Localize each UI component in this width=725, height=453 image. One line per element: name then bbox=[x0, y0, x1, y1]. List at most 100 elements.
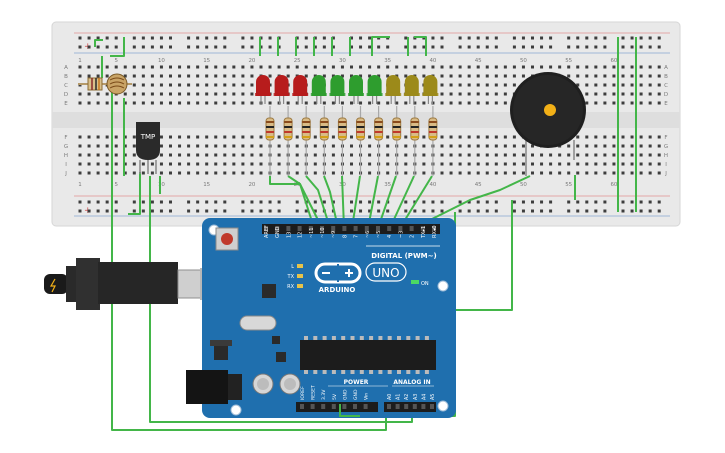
breadboard-hole[interactable] bbox=[503, 144, 507, 148]
breadboard-hole[interactable] bbox=[540, 200, 544, 204]
breadboard-hole[interactable] bbox=[467, 83, 471, 87]
breadboard-hole[interactable] bbox=[395, 101, 399, 105]
breadboard-hole[interactable] bbox=[304, 101, 308, 105]
breadboard-hole[interactable] bbox=[512, 162, 516, 166]
breadboard-hole[interactable] bbox=[150, 171, 154, 175]
breadboard-hole[interactable] bbox=[404, 45, 408, 49]
breadboard-hole[interactable] bbox=[648, 65, 652, 69]
breadboard-hole[interactable] bbox=[331, 101, 335, 105]
breadboard-hole[interactable] bbox=[114, 162, 118, 166]
breadboard-hole[interactable] bbox=[503, 83, 507, 87]
breadboard-hole[interactable] bbox=[78, 135, 82, 139]
breadboard-hole[interactable] bbox=[150, 101, 154, 105]
digital-pin[interactable] bbox=[420, 226, 425, 231]
breadboard-hole[interactable] bbox=[540, 209, 544, 213]
breadboard-hole[interactable] bbox=[630, 153, 634, 157]
breadboard-hole[interactable] bbox=[576, 209, 580, 213]
breadboard-hole[interactable] bbox=[196, 74, 200, 78]
breadboard-hole[interactable] bbox=[621, 135, 625, 139]
breadboard-hole[interactable] bbox=[241, 74, 245, 78]
breadboard-hole[interactable] bbox=[476, 36, 480, 40]
breadboard-hole[interactable] bbox=[350, 101, 353, 105]
breadboard-hole[interactable] bbox=[304, 209, 308, 213]
breadboard-hole[interactable] bbox=[567, 162, 571, 166]
breadboard-hole[interactable] bbox=[277, 45, 281, 49]
breadboard-hole[interactable] bbox=[612, 135, 616, 139]
breadboard-hole[interactable] bbox=[503, 171, 507, 175]
digital-pin[interactable] bbox=[364, 226, 369, 231]
breadboard-hole[interactable] bbox=[422, 153, 426, 157]
breadboard-hole[interactable] bbox=[178, 74, 182, 78]
breadboard-hole[interactable] bbox=[196, 36, 200, 40]
breadboard-hole[interactable] bbox=[440, 171, 444, 175]
breadboard-hole[interactable] bbox=[187, 144, 191, 148]
breadboard-hole[interactable] bbox=[386, 65, 390, 69]
power-pin[interactable] bbox=[310, 404, 315, 409]
breadboard-hole[interactable] bbox=[359, 209, 363, 213]
breadboard-hole[interactable] bbox=[187, 101, 191, 105]
breadboard-hole[interactable] bbox=[576, 171, 580, 175]
breadboard-hole[interactable] bbox=[467, 101, 471, 105]
breadboard-hole[interactable] bbox=[648, 209, 652, 213]
breadboard-hole[interactable] bbox=[268, 74, 272, 78]
breadboard-hole[interactable] bbox=[78, 74, 82, 78]
breadboard-hole[interactable] bbox=[96, 92, 100, 96]
breadboard-hole[interactable] bbox=[639, 135, 643, 139]
breadboard-hole[interactable] bbox=[594, 209, 598, 213]
breadboard-hole[interactable] bbox=[169, 209, 172, 213]
breadboard-hole[interactable] bbox=[404, 74, 408, 78]
breadboard-hole[interactable] bbox=[612, 153, 616, 157]
breadboard-hole[interactable] bbox=[621, 83, 625, 87]
breadboard-hole[interactable] bbox=[132, 65, 136, 69]
breadboard-hole[interactable] bbox=[386, 74, 390, 78]
breadboard-hole[interactable] bbox=[621, 65, 625, 69]
breadboard-hole[interactable] bbox=[531, 144, 534, 148]
power-pin[interactable] bbox=[363, 404, 368, 409]
breadboard-hole[interactable] bbox=[449, 144, 453, 148]
breadboard-hole[interactable] bbox=[494, 65, 498, 69]
breadboard-hole[interactable] bbox=[657, 162, 661, 166]
breadboard-hole[interactable] bbox=[259, 135, 263, 139]
breadboard-hole[interactable] bbox=[585, 83, 589, 87]
breadboard-hole[interactable] bbox=[594, 45, 598, 49]
breadboard-hole[interactable] bbox=[576, 153, 580, 157]
breadboard-hole[interactable] bbox=[531, 171, 534, 175]
breadboard-hole[interactable] bbox=[422, 162, 426, 166]
breadboard-hole[interactable] bbox=[150, 209, 154, 213]
breadboard-hole[interactable] bbox=[141, 83, 145, 87]
breadboard-hole[interactable] bbox=[87, 36, 91, 40]
breadboard-hole[interactable] bbox=[440, 36, 444, 40]
breadboard-hole[interactable] bbox=[105, 153, 109, 157]
breadboard-hole[interactable] bbox=[521, 200, 525, 204]
breadboard-hole[interactable] bbox=[621, 92, 625, 96]
breadboard-hole[interactable] bbox=[567, 36, 571, 40]
breadboard-hole[interactable] bbox=[223, 144, 227, 148]
breadboard-hole[interactable] bbox=[178, 162, 182, 166]
breadboard-hole[interactable] bbox=[196, 171, 200, 175]
breadboard-hole[interactable] bbox=[404, 171, 408, 175]
breadboard-hole[interactable] bbox=[78, 171, 82, 175]
breadboard-hole[interactable] bbox=[576, 36, 580, 40]
breadboard-hole[interactable] bbox=[78, 65, 82, 69]
breadboard-hole[interactable] bbox=[187, 200, 191, 204]
breadboard-hole[interactable] bbox=[141, 171, 145, 175]
breadboard-hole[interactable] bbox=[105, 65, 109, 69]
breadboard-hole[interactable] bbox=[476, 83, 480, 87]
breadboard-hole[interactable] bbox=[494, 200, 498, 204]
breadboard-hole[interactable] bbox=[648, 101, 652, 105]
breadboard-hole[interactable] bbox=[657, 92, 661, 96]
breadboard-hole[interactable] bbox=[114, 200, 118, 204]
breadboard-hole[interactable] bbox=[250, 65, 254, 69]
breadboard-hole[interactable] bbox=[123, 92, 127, 96]
breadboard-hole[interactable] bbox=[259, 153, 263, 157]
breadboard-hole[interactable] bbox=[105, 162, 109, 166]
breadboard-hole[interactable] bbox=[87, 200, 91, 204]
breadboard-hole[interactable] bbox=[259, 209, 263, 213]
breadboard-hole[interactable] bbox=[250, 135, 254, 139]
breadboard-hole[interactable] bbox=[205, 36, 209, 40]
breadboard-hole[interactable] bbox=[96, 162, 100, 166]
breadboard-hole[interactable] bbox=[476, 92, 480, 96]
breadboard-hole[interactable] bbox=[540, 45, 544, 49]
digital-pin[interactable] bbox=[297, 226, 302, 231]
breadboard-hole[interactable] bbox=[549, 200, 553, 204]
